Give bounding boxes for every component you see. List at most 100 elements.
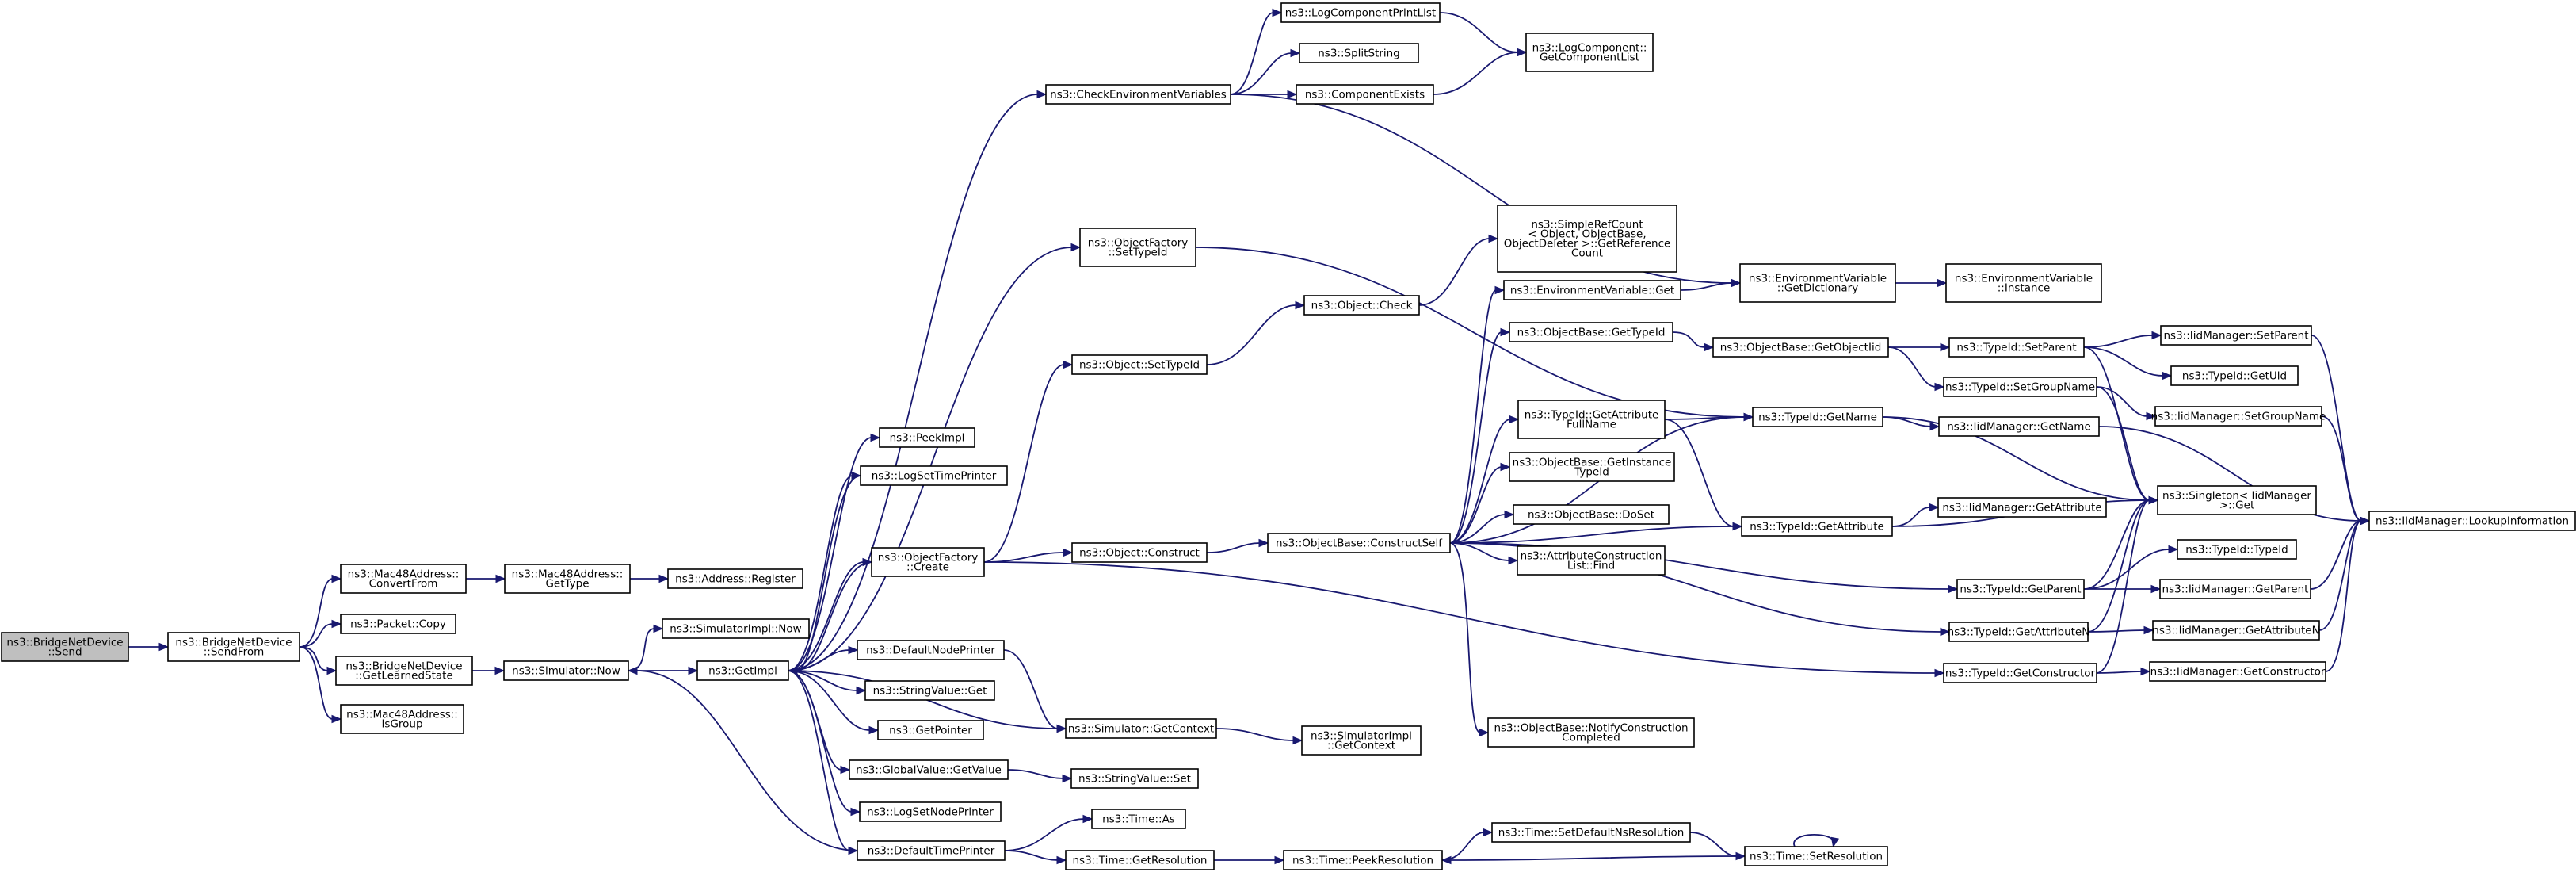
node-isgroup[interactable]: ns3::Mac48Address::IsGroup [340,704,464,734]
node-simgetcontext[interactable]: ns3::Simulator::GetContext [1065,718,1217,739]
node-singletonget[interactable]: ns3::Singleton< IidManager>::Get [2157,485,2317,515]
node-label: ObjectDeleter >::GetReference [1504,238,1671,251]
node-label: ns3::Singleton< IidManager [2162,490,2311,503]
node-obgetobjectiid[interactable]: ns3::ObjectBase::GetObjectIid [1712,337,1889,358]
node-tidgetname[interactable]: ns3::TypeId::GetName [1752,407,1883,427]
node-timesetdefaultns[interactable]: ns3::Time::SetDefaultNsResolution [1491,822,1691,843]
node-iidmsetparent[interactable]: ns3::IidManager::SetParent [2160,325,2312,346]
node-iidmgetattribute[interactable]: ns3::IidManager::GetAttribute [1937,497,2107,518]
node-stringvalueget[interactable]: ns3::StringValue::Get [864,680,995,701]
node-envgetdict[interactable]: ns3::EnvironmentVariable::GetDictionary [1739,263,1896,303]
node-objconstruct[interactable]: ns3::Object::Construct [1071,542,1208,563]
node-logsetnodeprinter[interactable]: ns3::LogSetNodePrinter [859,801,1002,822]
node-timeas[interactable]: ns3::Time::As [1091,809,1186,829]
node-packetcopy[interactable]: ns3::Packet::Copy [340,614,456,634]
node-iidmgetconstructor[interactable]: ns3::IidManager::GetConstructor [2149,661,2326,682]
node-m48gettype[interactable]: ns3::Mac48Address::GetType [504,564,631,594]
node-label: ns3::ComponentExists [1305,89,1425,101]
node-label: < Object, ObjectBase, [1528,228,1646,241]
node-label: ns3::GlobalValue::GetValue [856,764,1002,777]
node-iidmsetgroupname[interactable]: ns3::IidManager::SetGroupName [2151,406,2326,427]
node-box [1065,850,1215,870]
node-box [871,547,985,577]
node-tidgetuid[interactable]: ns3::TypeId::GetUid [2170,365,2299,386]
node-logprintlist[interactable]: ns3::LogComponentPrintList [1280,2,1441,23]
edge-simnow-to-simimplnow [628,624,664,671]
node-box [1491,822,1691,843]
node-timegetres[interactable]: ns3::Time::GetResolution [1065,850,1215,870]
edge-getimpl-to-gvgetvalue [788,670,851,775]
node-tidgetparent[interactable]: ns3::TypeId::GetParent [1956,579,2085,599]
edge-timegetres-to-timepeekres [1214,855,1285,865]
node-box [2152,620,2320,641]
node-peekimpl[interactable]: ns3::PeekImpl [879,427,975,448]
node-obdoset[interactable]: ns3::ObjectBase::DoSet [1513,504,1670,525]
node-logsettimeprinter[interactable]: ns3::LogSetTimePrinter [860,465,1008,486]
node-splitstring[interactable]: ns3::SplitString [1299,43,1419,63]
node-ofcreate[interactable]: ns3::ObjectFactory::Create [871,547,985,577]
node-logcompgetlist[interactable]: ns3::LogComponent::GetComponentList [1525,33,1654,72]
node-checkenv[interactable]: ns3::CheckEnvironmentVariables [1045,84,1231,105]
edge-tidgetattribute-to-iidmgetattribute [1891,503,1940,527]
node-label: >::Get [2219,499,2254,512]
node-box [1739,263,1896,303]
node-addrregister[interactable]: ns3::Address::Register [667,568,803,589]
node-getimpl[interactable]: ns3::GetImpl [696,660,789,681]
node-defaulttimeprinter[interactable]: ns3::DefaultTimePrinter [857,840,1006,861]
node-simnow[interactable]: ns3::Simulator::Now [503,660,629,681]
node-timesetres[interactable]: ns3::Time::SetResolution [1744,846,1888,866]
node-gvgetvalue[interactable]: ns3::GlobalValue::GetValue [849,759,1009,780]
node-objcheck[interactable]: ns3::Object::Check [1303,295,1420,316]
node-envinstance[interactable]: ns3::EnvironmentVariable::Instance [1945,263,2102,303]
node-tidsetparent[interactable]: ns3::TypeId::SetParent [1948,337,2085,358]
node-stringvalueset[interactable]: ns3::StringValue::Set [1070,768,1199,789]
node-box [1509,322,1673,342]
node-objsettypeid[interactable]: ns3::Object::SetTypeId [1071,354,1208,375]
node-iidmlookupinfo[interactable]: ns3::IidManager::LookupInformation [2368,511,2576,531]
node-tidgetconstructor[interactable]: ns3::TypeId::GetConstructor [1943,663,2097,683]
node-label: ::GetLearnedState [355,670,453,683]
node-label: ns3::AttributeConstruction [1521,550,1662,563]
node-iidmgetparent[interactable]: ns3::IidManager::GetParent [2159,579,2311,599]
node-tidsetgroupname[interactable]: ns3::TypeId::SetGroupName [1943,377,2097,397]
node-obconstructself[interactable]: ns3::ObjectBase::ConstructSelf [1267,533,1451,553]
node-box [857,640,1005,660]
node-label: ns3::SimulatorImpl::Now [670,623,801,636]
node-box [1943,377,2097,397]
edge-simgetcontext-to-simimplgetcontext [1215,728,1303,745]
node-tidtypeid[interactable]: ns3::TypeId::TypeId [2177,539,2297,560]
node-iidmgetattributen[interactable]: ns3::IidManager::GetAttributeN [2152,620,2320,641]
node-obnotifyconstr[interactable]: ns3::ObjectBase::NotifyConstructionCompl… [1487,717,1695,748]
node-compexists[interactable]: ns3::ComponentExists [1296,84,1434,105]
node-envget[interactable]: ns3::EnvironmentVariable::Get [1503,280,1681,300]
edge-obgetobjectiid-to-tidsetparent [1887,342,1951,352]
node-send[interactable]: ns3::BridgeNetDevice::Send [1,632,129,662]
node-convertfrom[interactable]: ns3::Mac48Address::ConvertFrom [340,564,467,594]
node-getpointer[interactable]: ns3::GetPointer [877,720,984,740]
node-iidmgetname[interactable]: ns3::IidManager::GetName [1938,416,2100,437]
node-defaultnodeprinter[interactable]: ns3::DefaultNodePrinter [857,640,1005,660]
edge-ofcreate-to-getimpl [787,561,872,675]
node-obgettypeid[interactable]: ns3::ObjectBase::GetTypeId [1509,322,1673,342]
node-getlearnedstate[interactable]: ns3::BridgeNetDevice::GetLearnedState [335,656,473,686]
node-simplerefcount[interactable]: ns3::SimpleRefCount< Object, ObjectBase,… [1497,205,1677,273]
node-timepeekres[interactable]: ns3::Time::PeekResolution [1283,850,1443,870]
node-label: Count [1571,247,1603,260]
node-ofsettypeid[interactable]: ns3::ObjectFactory::SetTypeId [1079,228,1196,267]
node-tidgetattribute[interactable]: ns3::TypeId::GetAttribute [1741,516,1893,537]
node-simimplnow[interactable]: ns3::SimulatorImpl::Now [662,618,810,639]
node-simimplgetcontext[interactable]: ns3::SimulatorImpl::GetContext [1301,725,1422,756]
node-label: ns3::TypeId::SetParent [1956,342,2076,354]
edge-tidgetconstructor-to-singletonget [2096,495,2159,674]
node-box [1280,2,1441,23]
node-label: TypeId [1574,466,1609,479]
node-tidgetattributen[interactable]: ns3::TypeId::GetAttributeN [1948,622,2090,642]
edge-checkenv-to-logprintlist [1230,8,1283,95]
edge-obgettypeid-to-obgetobjectiid [1672,331,1715,352]
node-sendfrom[interactable]: ns3::BridgeNetDevice::SendFrom [167,632,300,662]
